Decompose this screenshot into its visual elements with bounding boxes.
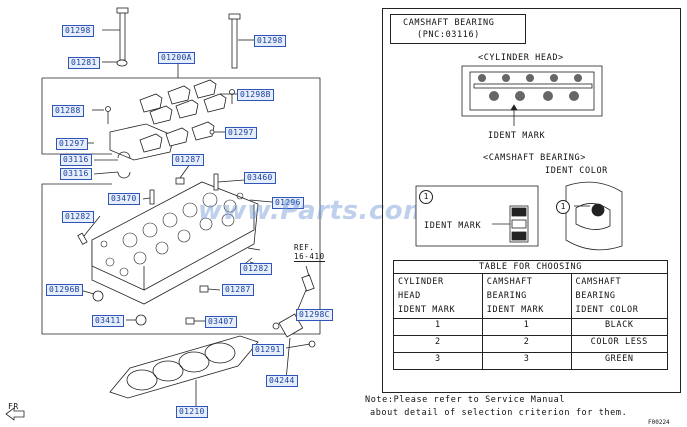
header-line: BEARING — [575, 291, 616, 301]
table-cell: 2 — [481, 335, 572, 353]
table-cell: 1 — [481, 318, 572, 336]
table-for-choosing: TABLE FOR CHOOSING CYLINDER HEAD IDENT M… — [393, 260, 669, 370]
header-line: CAMSHAFT — [486, 277, 533, 287]
header-line: CYLINDER — [398, 277, 444, 287]
part-label-01298[interactable]: 01298 — [254, 35, 286, 47]
part-label-01297[interactable]: 01297 — [56, 138, 88, 150]
part-label-01298[interactable]: 01298 — [62, 25, 94, 37]
ref-label: REF. 16-410 — [294, 243, 325, 262]
part-label-01287[interactable]: 01287 — [172, 154, 204, 166]
ident-mark-label: IDENT MARK — [488, 131, 546, 141]
part-label-01298B[interactable]: 01298B — [237, 89, 274, 101]
table-row: 3 3 GREEN — [393, 352, 669, 370]
callout-1-icon: 1 — [556, 200, 570, 214]
table-header-row: CYLINDER HEAD IDENT MARK CAMSHAFT BEARIN… — [393, 273, 669, 319]
part-label-01281[interactable]: 01281 — [68, 57, 100, 69]
table-cell: 1 — [393, 318, 483, 336]
header-line: HEAD — [398, 291, 421, 301]
note-line-1: Note:Please refer to Service Manual — [365, 395, 566, 405]
header-line: IDENT MARK — [398, 305, 456, 315]
table-title: TABLE FOR CHOOSING — [393, 260, 668, 274]
header-line: IDENT MARK — [486, 305, 544, 315]
part-label-01291[interactable]: 01291 — [252, 344, 284, 356]
ident-color-label: IDENT COLOR — [545, 166, 608, 176]
part-label-03460[interactable]: 03460 — [244, 172, 276, 184]
part-label-01297[interactable]: 01297 — [225, 127, 257, 139]
table-cell: BLACK — [570, 318, 669, 336]
table-header-cell: CAMSHAFT BEARING IDENT MARK — [481, 273, 572, 319]
camshaft-bearing-panel — [382, 8, 681, 393]
header-line: IDENT COLOR — [575, 305, 639, 315]
part-label-01288[interactable]: 01288 — [52, 105, 84, 117]
ref-line1: REF. — [294, 243, 315, 252]
part-label-01296[interactable]: 01296 — [272, 197, 304, 209]
table-cell: 2 — [393, 335, 483, 353]
ident-mark-label-2: IDENT MARK — [424, 221, 482, 231]
figure-id: F00224 — [648, 419, 670, 426]
cylinder-head-label: <CYLINDER HEAD> — [478, 53, 564, 63]
callout-1-icon: 1 — [419, 190, 433, 204]
panel-pnc: (PNC:03116) — [417, 30, 480, 40]
table-row: 1 1 BLACK — [393, 318, 669, 336]
part-label-03407[interactable]: 03407 — [205, 316, 237, 328]
part-label-03116[interactable]: 03116 — [60, 154, 92, 166]
part-label-01298C[interactable]: 01298C — [296, 309, 333, 321]
table-header-cell: CAMSHAFT BEARING IDENT COLOR — [570, 273, 669, 319]
part-label-01282[interactable]: 01282 — [240, 263, 272, 275]
table-row: 2 2 COLOR LESS — [393, 335, 669, 353]
table-cell: COLOR LESS — [570, 335, 669, 353]
part-label-01210[interactable]: 01210 — [176, 406, 208, 418]
part-label-04244[interactable]: 04244 — [266, 375, 298, 387]
panel-title: CAMSHAFT BEARING — [403, 18, 495, 28]
camshaft-bearing-label: <CAMSHAFT BEARING> — [483, 153, 586, 163]
part-label-03470[interactable]: 03470 — [108, 193, 140, 205]
part-label-01200A[interactable]: 01200A — [158, 52, 195, 64]
part-label-01287[interactable]: 01287 — [222, 284, 254, 296]
header-line: CAMSHAFT — [575, 277, 622, 287]
panel-title-box: CAMSHAFT BEARING (PNC:03116) — [390, 14, 526, 44]
part-label-01296B[interactable]: 01296B — [46, 284, 83, 296]
table-cell: GREEN — [570, 352, 669, 370]
table-cell: 3 — [393, 352, 483, 370]
part-label-03411[interactable]: 03411 — [92, 315, 124, 327]
table-cell: 3 — [481, 352, 572, 370]
header-line: BEARING — [486, 291, 527, 301]
note-line-2: about detail of selection criterion for … — [370, 408, 628, 418]
part-label-01282[interactable]: 01282 — [62, 211, 94, 223]
ref-line2: 16-410 — [294, 252, 325, 262]
part-label-03116[interactable]: 03116 — [60, 168, 92, 180]
table-header-cell: CYLINDER HEAD IDENT MARK — [393, 273, 483, 319]
front-indicator: FR — [8, 402, 19, 411]
